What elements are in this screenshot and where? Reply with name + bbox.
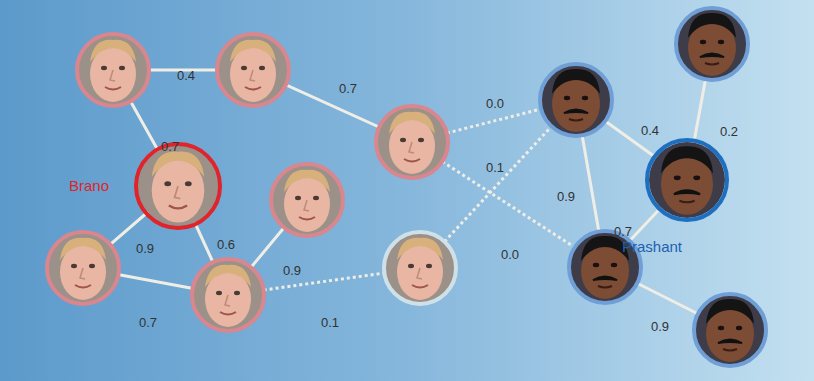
face-border	[192, 259, 264, 331]
face-photo	[677, 9, 747, 79]
edge-weight: 0.0	[484, 96, 506, 111]
face-border	[217, 34, 289, 106]
face-photo	[377, 107, 447, 177]
node-border	[647, 140, 727, 220]
edge-weight: 0.9	[134, 241, 156, 256]
edge-weight: 0.0	[499, 247, 521, 262]
node-border	[136, 144, 220, 228]
edge-weight: 0.1	[484, 160, 506, 175]
face-photo	[48, 233, 118, 303]
person-name: Prashant	[622, 238, 682, 255]
edge-weight: 0.7	[159, 139, 181, 154]
edge-weight: 0.9	[555, 189, 577, 204]
face-photo	[78, 35, 148, 105]
node-circle	[133, 141, 223, 231]
edge-weight: 0.1	[319, 315, 341, 330]
face-photo	[138, 146, 218, 226]
edge-weight: 0.7	[612, 224, 634, 239]
face-photo	[695, 295, 765, 365]
node-circle	[644, 137, 730, 223]
person-name: Brano	[69, 177, 109, 194]
face-photo	[649, 142, 725, 218]
face-photo	[541, 65, 611, 135]
face-node: Brano	[133, 141, 223, 231]
edge-weight: 0.4	[175, 68, 197, 83]
face-node: Prashant	[644, 137, 730, 223]
face-photo	[272, 165, 342, 235]
face-border	[384, 232, 456, 304]
edge-weight: 0.6	[215, 237, 237, 252]
face-border	[47, 232, 119, 304]
face-border	[540, 64, 612, 136]
face-photo	[385, 233, 455, 303]
edge-weight: 0.9	[281, 263, 303, 278]
edge-weight: 0.9	[649, 319, 671, 334]
similarity-edges	[83, 44, 730, 330]
edge-weight: 0.2	[718, 124, 740, 139]
face-circles	[47, 8, 766, 366]
face-border	[676, 8, 748, 80]
face-border	[271, 164, 343, 236]
face-border	[694, 294, 766, 366]
edge-weight: 0.7	[337, 81, 359, 96]
edge-weight: 0.7	[137, 315, 159, 330]
face-border	[376, 106, 448, 178]
face-border	[77, 34, 149, 106]
edge-weight: 0.4	[639, 123, 661, 138]
face-photo	[193, 260, 263, 330]
face-photo	[218, 35, 288, 105]
